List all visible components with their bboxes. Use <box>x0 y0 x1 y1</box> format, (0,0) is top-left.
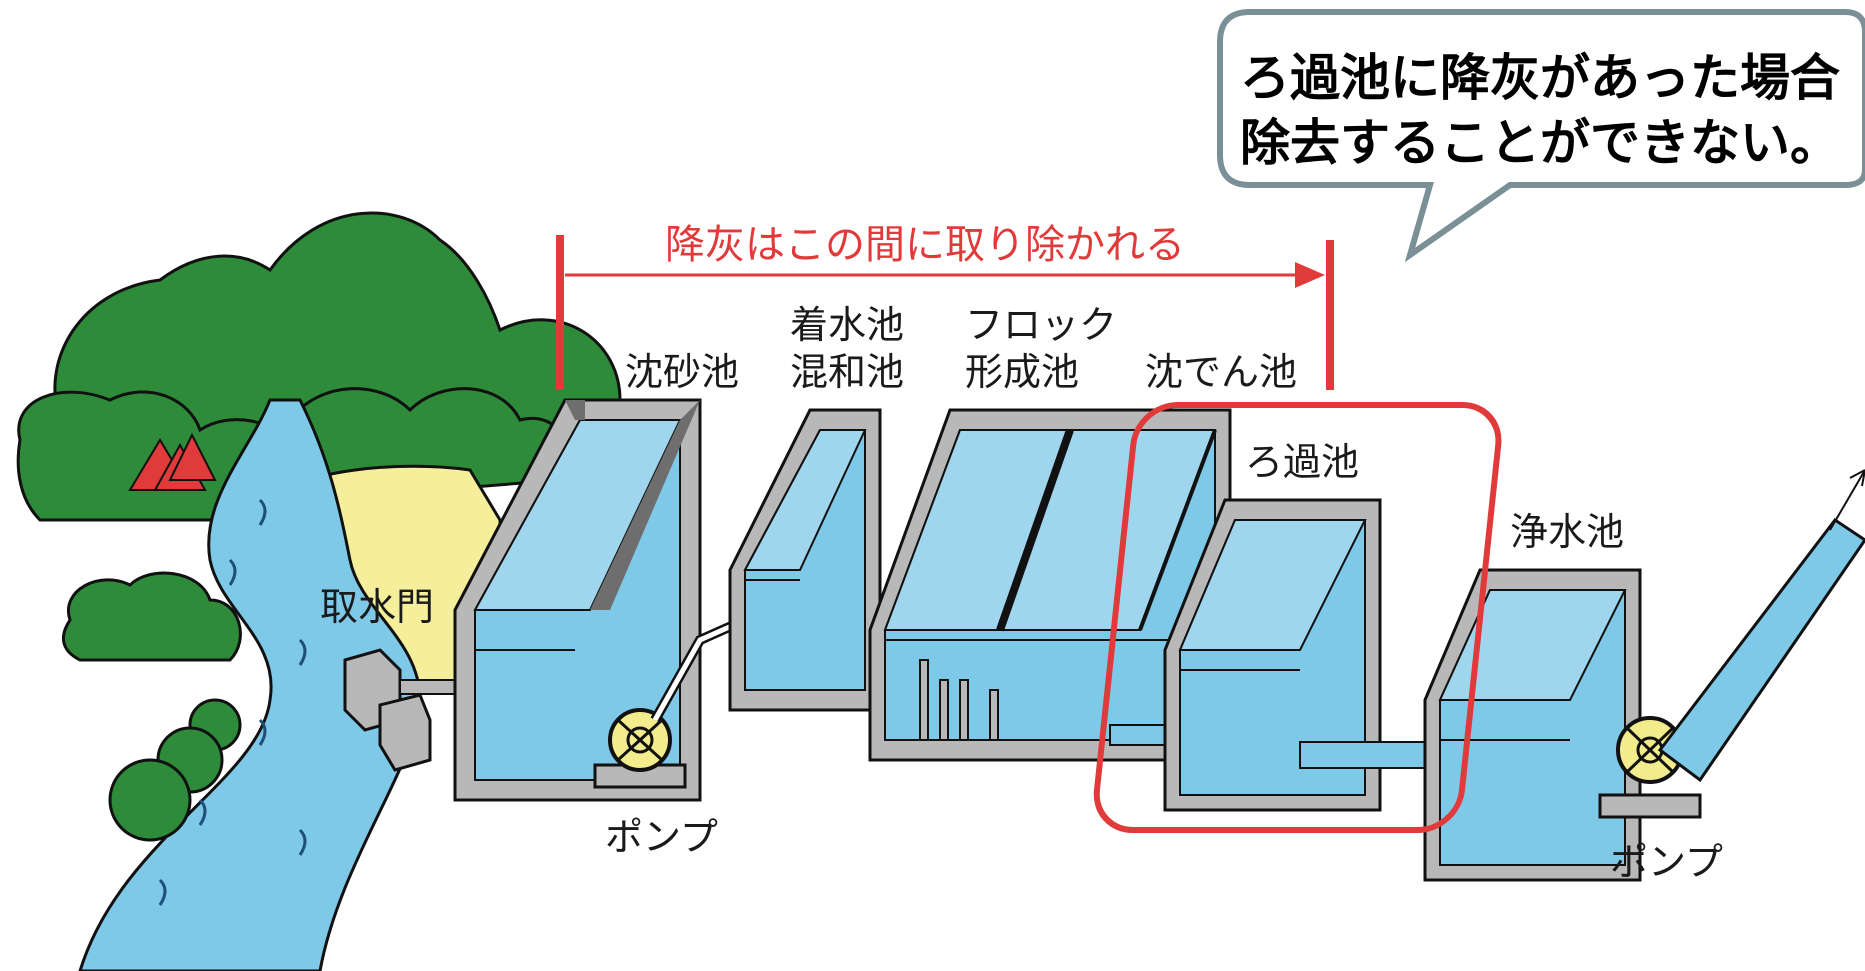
intake-gate <box>343 648 461 772</box>
outlet-pipe <box>1657 517 1865 783</box>
pump-1-icon <box>593 708 687 789</box>
tank-grit-basin <box>453 398 702 802</box>
label-clear-well: 浄水池 <box>1510 510 1624 554</box>
label-receiving-well-2: 混和池 <box>790 350 904 394</box>
channel-2 <box>1299 741 1441 769</box>
label-grit-basin: 沈砂池 <box>625 350 739 394</box>
callout-line-1: ろ過池に降灰があった場合 <box>1240 49 1840 107</box>
filter-highlight <box>1093 402 1502 833</box>
label-intake: 取水門 <box>320 585 434 629</box>
tank-flocculation <box>868 408 1232 762</box>
label-pump-2: ポンプ <box>1610 840 1723 884</box>
callout-line-2: 除去することができない。 <box>1240 114 1840 172</box>
tank-filter <box>1163 498 1382 812</box>
label-pump-1: ポンプ <box>605 815 718 859</box>
range-label: 降灰はこの間に取り除かれる <box>665 222 1185 268</box>
bushes <box>61 571 242 842</box>
label-floc-2: 形成池 <box>965 350 1079 394</box>
tank-clear-well <box>1423 568 1642 882</box>
river-waves <box>158 498 307 906</box>
callout-bubble <box>1217 9 1865 263</box>
river <box>78 398 422 971</box>
cabin-icons <box>128 432 217 491</box>
outlet-arrow <box>1829 469 1865 531</box>
label-sedimentation: 沈でん池 <box>1145 350 1297 394</box>
label-floc-1: フロック <box>965 303 1117 347</box>
tank-receiving-well <box>728 408 882 712</box>
label-filter: ろ過池 <box>1245 440 1359 484</box>
ash-removal-range <box>556 235 1334 390</box>
label-receiving-well-1: 着水池 <box>790 303 904 347</box>
